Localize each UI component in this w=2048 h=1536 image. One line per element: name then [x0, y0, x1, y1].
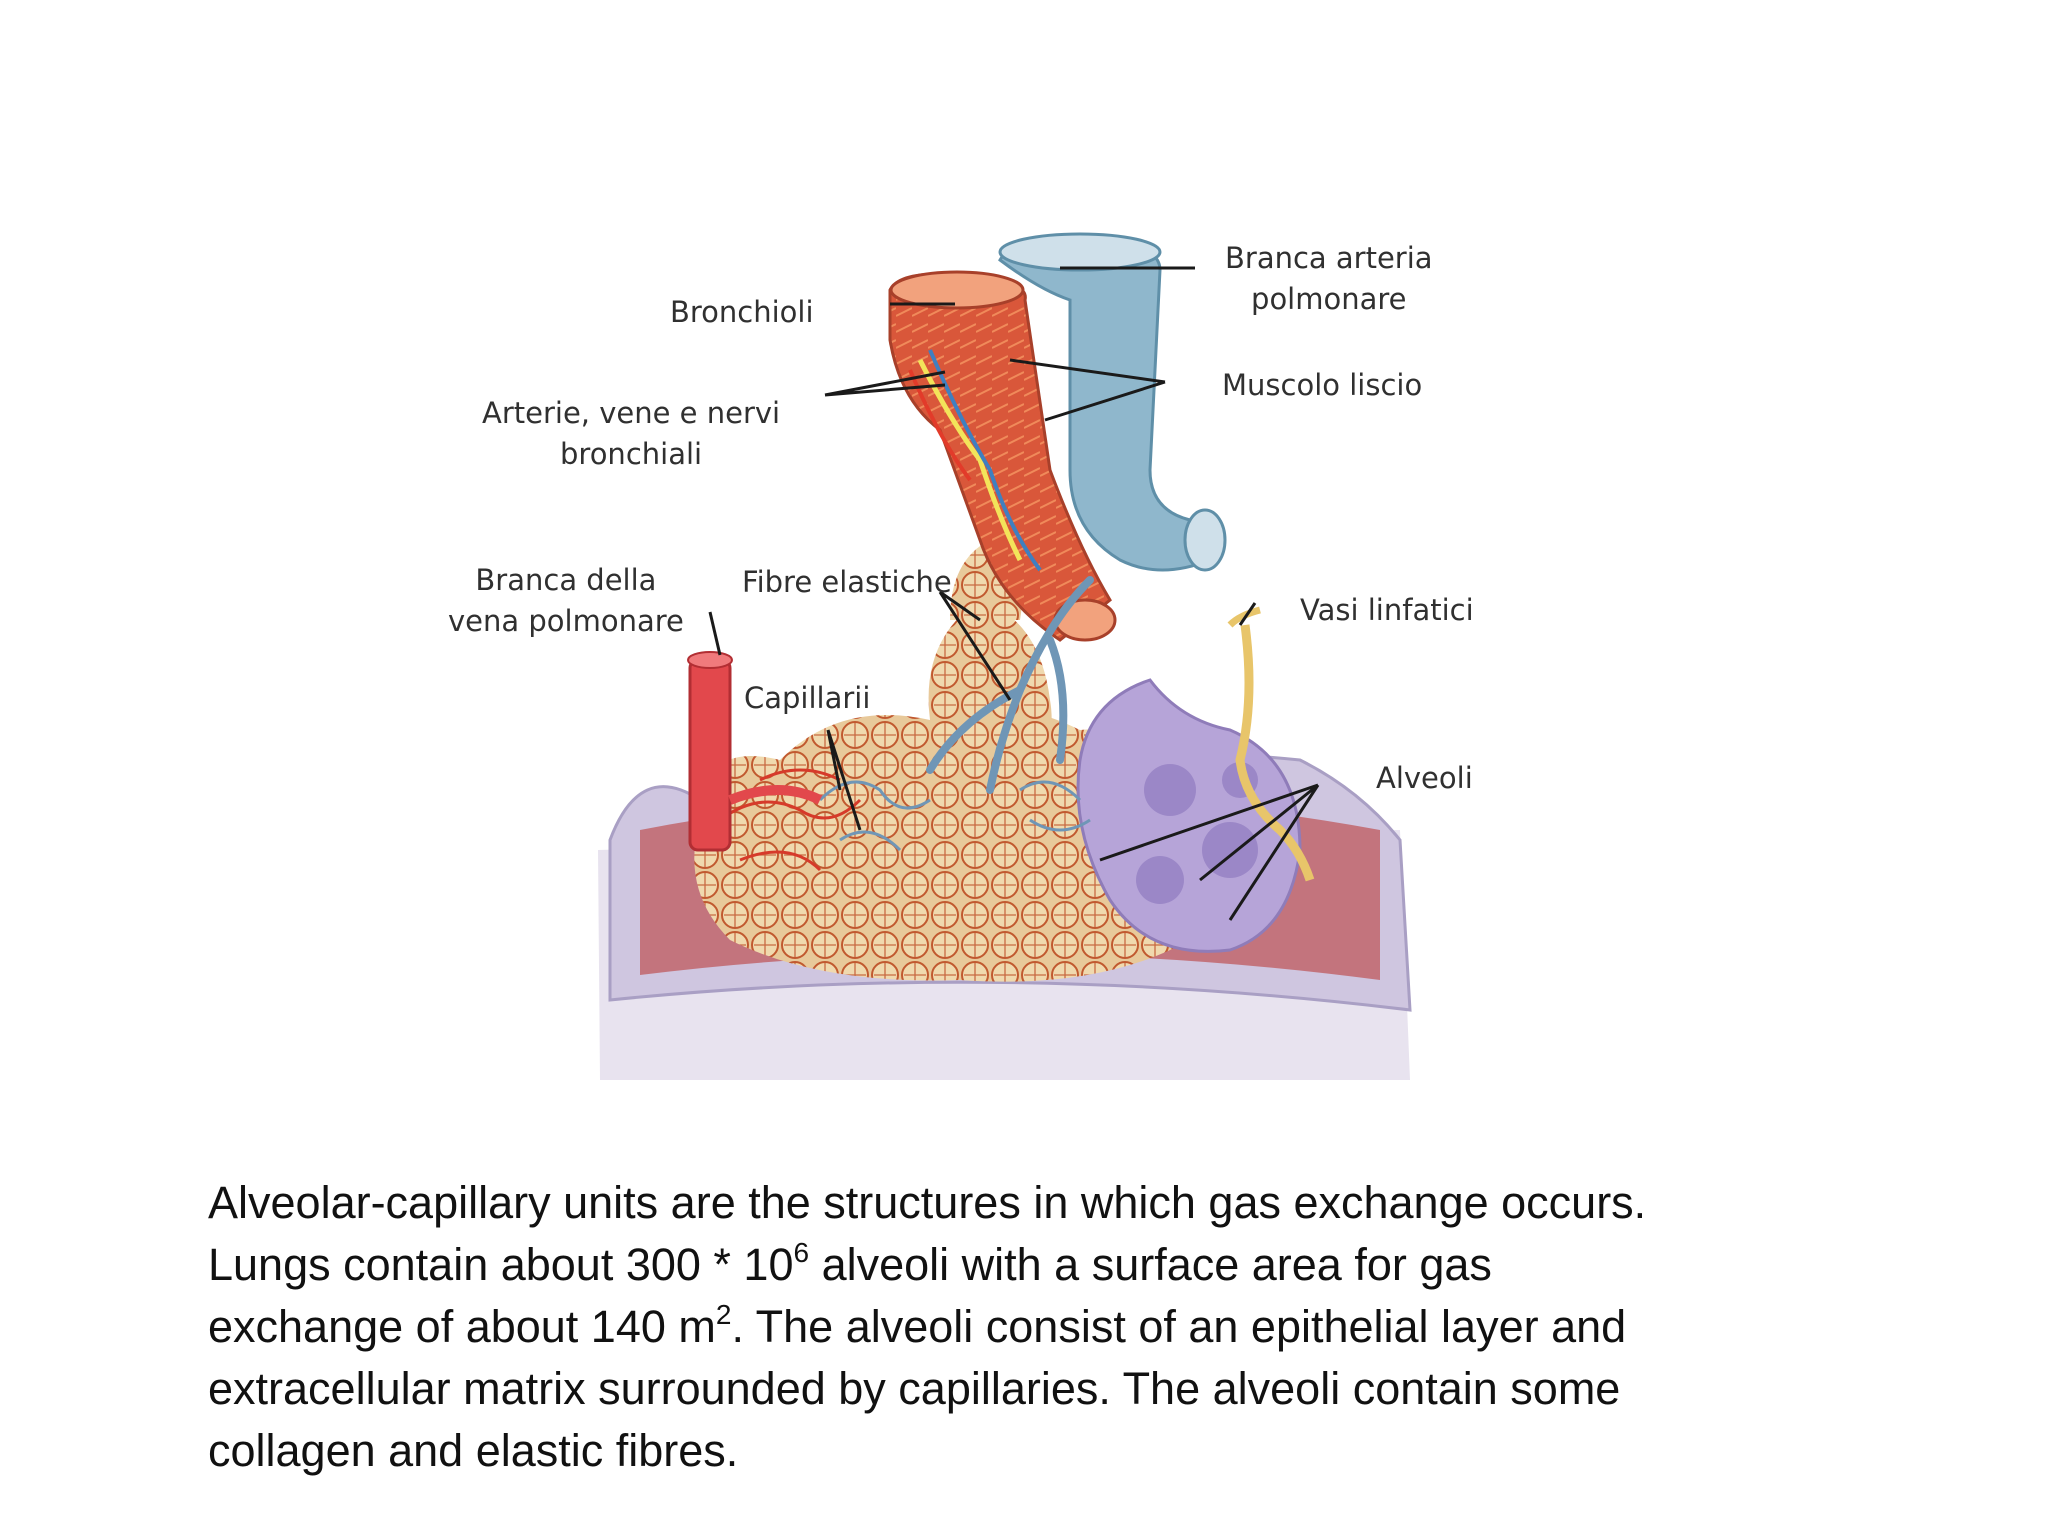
- label-line: Branca della: [475, 563, 657, 597]
- label-branca-arteria-polmonare: Branca arteria polmonare: [1225, 238, 1433, 320]
- label-arterie-vene-nervi-bronchiali: Arterie, vene e nervi bronchiali: [482, 393, 780, 475]
- caption-text: . The alveoli consist of an epithelial l…: [731, 1301, 1627, 1352]
- caption-line-5: collagen and elastic fibres.: [208, 1425, 739, 1476]
- lymphatic-vessel: [1227, 606, 1315, 882]
- lung-anatomy-illustration: [598, 232, 1412, 1080]
- caption: Alveolar-capillary units are the structu…: [208, 1172, 1888, 1482]
- label-fibre-elastiche: Fibre elastiche: [742, 565, 952, 599]
- caption-superscript: 2: [715, 1299, 732, 1330]
- caption-line-3: exchange of about 140 m2. The alveoli co…: [208, 1296, 1888, 1358]
- caption-line-2: Lungs contain about 300 * 106 alveoli wi…: [208, 1234, 1888, 1296]
- label-line: Branca arteria: [1225, 241, 1433, 275]
- leader-lines: [708, 266, 1320, 921]
- caption-text: alveoli with a surface area for gas: [809, 1239, 1492, 1290]
- caption-text: exchange of about 140 m: [208, 1301, 716, 1352]
- label-alveoli: Alveoli: [1376, 761, 1473, 795]
- label-line: Arterie, vene e nervi: [482, 396, 781, 430]
- bronchiole: [888, 270, 1117, 642]
- caption-text: Lungs contain about 300 * 10: [208, 1239, 794, 1290]
- label-line: bronchiali: [560, 437, 703, 471]
- caption-line-4: extracellular matrix surrounded by capil…: [208, 1363, 1621, 1414]
- label-branca-vena-polmonare: Branca della vena polmonare: [448, 560, 684, 642]
- capillary-network: [719, 768, 1091, 872]
- label-line: polmonare: [1251, 282, 1407, 316]
- caption-superscript: 6: [793, 1237, 810, 1268]
- label-muscolo-liscio: Muscolo liscio: [1222, 368, 1423, 402]
- label-vasi-linfatici: Vasi linfatici: [1300, 593, 1474, 627]
- pulmonary-vein-branch: [687, 651, 823, 852]
- label-line: vena polmonare: [448, 604, 684, 638]
- label-bronchioli: Bronchioli: [670, 295, 814, 329]
- label-capillarii: Capillarii: [744, 681, 871, 715]
- caption-line-1: Alveolar-capillary units are the structu…: [208, 1177, 1647, 1228]
